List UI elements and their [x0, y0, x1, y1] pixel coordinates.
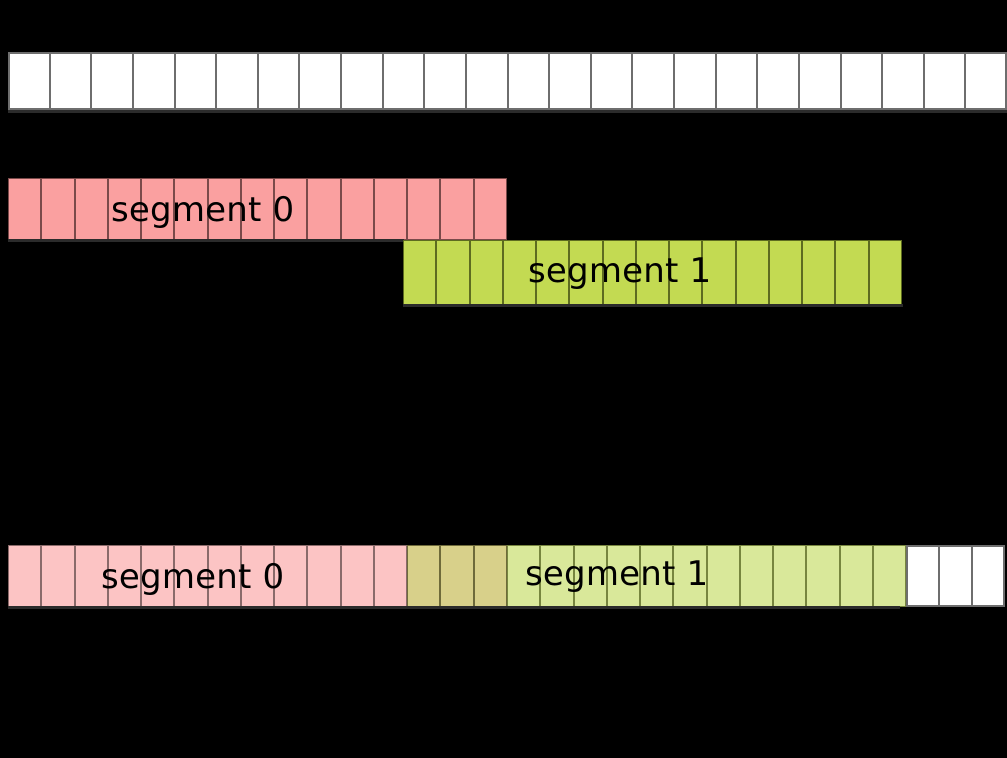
- ruler-cell: [341, 52, 383, 110]
- segment-1-baseline: [403, 304, 903, 307]
- segment-0-cell: [107, 178, 142, 240]
- segment-1-cell: [436, 240, 470, 305]
- segment-0-cell: [240, 178, 275, 240]
- combined-baseline-right: [507, 606, 900, 609]
- segment-0-cell: [307, 178, 341, 240]
- combined-segment-0-cell: [240, 545, 275, 607]
- ruler-cell: [507, 52, 550, 110]
- combined-segment-1-cell: [739, 545, 774, 607]
- ruler-cell: [49, 52, 92, 110]
- combined-segment-1-cell: [806, 545, 840, 607]
- combined-segment-0-cell: [174, 545, 208, 607]
- combined-segment-0-cell: [107, 545, 142, 607]
- combined-segment-1-cell: [540, 545, 574, 607]
- combined-segment-1-cell: [506, 545, 541, 607]
- ruler-cell: [590, 52, 633, 110]
- segment-0-cell: [8, 178, 42, 240]
- combined-overlap-cell: [473, 545, 507, 607]
- combined-segment-1-cell: [573, 545, 607, 607]
- combined-segment-0-cell: [8, 545, 42, 607]
- combined-segment-0-cell: [340, 545, 374, 607]
- ruler-cell: [382, 52, 425, 110]
- segment-1-cell: [735, 240, 769, 305]
- combined-overlap-cell: [440, 545, 474, 607]
- combined-segment-0-cell: [274, 545, 308, 607]
- segment-0-baseline: [8, 239, 404, 242]
- segment-0-cell: [174, 178, 208, 240]
- ruler-cell: [174, 52, 217, 110]
- segment-1-cell: [469, 240, 503, 305]
- segment-0-cell: [141, 178, 175, 240]
- segment-1-cell: [569, 240, 603, 305]
- segment-1-cell: [635, 240, 670, 305]
- combined-segment-0-cell: [41, 545, 75, 607]
- combined-segment-1-cell: [839, 545, 873, 607]
- ruler-cell: [424, 52, 466, 110]
- segment-0-cell: [440, 178, 474, 240]
- ruler-cell: [91, 52, 133, 110]
- ruler-cell: [798, 52, 841, 110]
- combined-baseline-left: [8, 606, 404, 609]
- segment-1-cell: [502, 240, 537, 305]
- ruler-cell: [132, 52, 175, 110]
- combined-segment-0-cell: [307, 545, 341, 607]
- ruler-cell: [632, 52, 674, 110]
- segment-0-cell: [274, 178, 308, 240]
- segment-1-cell: [768, 240, 803, 305]
- segment-1-cell: [868, 240, 902, 305]
- ruler-cell: [549, 52, 591, 110]
- combined-segment-1-cell: [673, 545, 707, 607]
- segment-1-track: [403, 240, 902, 305]
- segment-1-cell: [669, 240, 703, 305]
- combined-segment-1-cell: [872, 545, 907, 607]
- segment-1-cell: [802, 240, 836, 305]
- combined-segment-0-cell: [207, 545, 241, 607]
- ruler-cell: [299, 52, 341, 110]
- segment-1-cell: [536, 240, 570, 305]
- combined-segment-1-cell: [640, 545, 674, 607]
- ruler-cell: [965, 52, 1007, 110]
- ruler-cell: [8, 52, 50, 110]
- segment-1-cell: [403, 240, 437, 305]
- combined-baseline-mid: [403, 606, 507, 609]
- ruler-baseline: [8, 110, 1007, 113]
- segment-1-cell: [602, 240, 636, 305]
- combined-segment-1-cell: [706, 545, 740, 607]
- combined-segment-0-cell: [373, 545, 408, 607]
- ruler-cell: [216, 52, 258, 110]
- ruler-cell: [674, 52, 716, 110]
- combined-segment-0-cell: [141, 545, 175, 607]
- combined-segment-0-cell: [74, 545, 108, 607]
- ruler-cell: [257, 52, 300, 110]
- segment-1-cell: [702, 240, 736, 305]
- combined-blank-cell: [939, 545, 973, 607]
- combined-track: [8, 545, 1006, 607]
- ruler-cell: [757, 52, 799, 110]
- combined-blank-cell: [906, 545, 940, 607]
- empty-ruler-row: [8, 52, 1007, 110]
- ruler-cell: [882, 52, 924, 110]
- combined-segment-1-cell: [773, 545, 807, 607]
- segment-0-cell: [407, 178, 441, 240]
- ruler-cell: [715, 52, 758, 110]
- combined-blank-cell: [972, 545, 1006, 607]
- ruler-cell: [465, 52, 508, 110]
- ruler-cell: [840, 52, 883, 110]
- combined-overlap-cell: [407, 545, 441, 607]
- segment-0-cell: [74, 178, 108, 240]
- segment-0-cell: [373, 178, 408, 240]
- segment-0-cell: [41, 178, 75, 240]
- ruler-cell: [923, 52, 966, 110]
- segment-0-cell: [207, 178, 241, 240]
- segment-0-cell: [473, 178, 507, 240]
- segment-0-cell: [340, 178, 374, 240]
- segment-1-cell: [835, 240, 869, 305]
- segment-0-track: [8, 178, 507, 240]
- combined-segment-1-cell: [606, 545, 641, 607]
